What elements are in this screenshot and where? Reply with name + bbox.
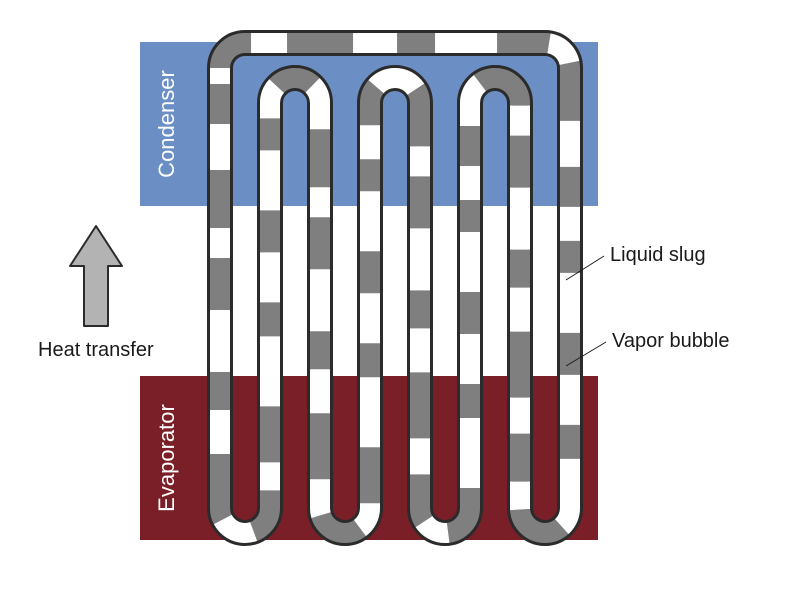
heat-transfer-label: Heat transfer — [38, 339, 154, 361]
liquid-slug-leader-line — [565, 255, 605, 281]
evaporator-label: Evaporator — [154, 404, 179, 512]
liquid-slug-label: Liquid slug — [610, 244, 706, 266]
heat-transfer-arrow-icon — [69, 225, 123, 327]
heat-pipe-tube — [207, 30, 583, 546]
condenser-label: Condenser — [154, 70, 179, 178]
vapor-bubble-label: Vapor bubble — [612, 330, 730, 352]
vapor-bubbles — [210, 33, 580, 543]
vapor-bubble-leader-line — [565, 341, 607, 367]
